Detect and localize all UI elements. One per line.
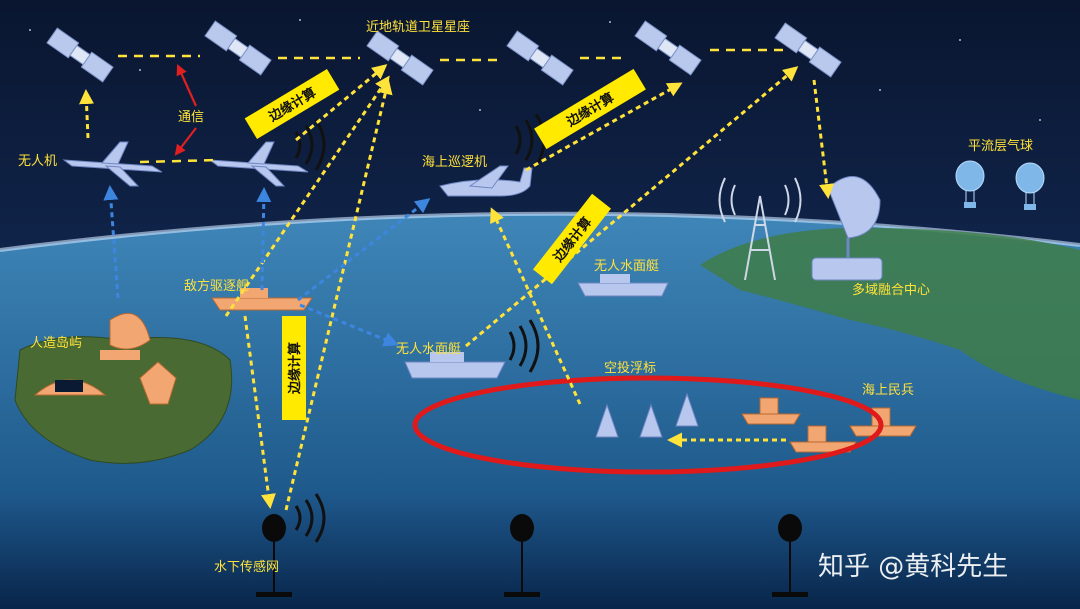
stars — [29, 19, 1041, 141]
island-radar-icon — [100, 312, 151, 360]
underwater-sensor-icon — [256, 514, 808, 597]
patrol-aircraft-label: 海上巡逻机 — [422, 155, 487, 170]
coastline-land — [700, 227, 1080, 400]
comm-label: 通信 — [178, 110, 204, 125]
radio-tower-icon — [718, 177, 802, 281]
artificial-island-label: 人造岛屿 — [30, 335, 82, 351]
watermark: 知乎 @黄科先生 — [818, 552, 1008, 582]
uav-label: 无人机 — [18, 154, 57, 169]
artificial-island-land — [14, 336, 233, 464]
uav-link — [139, 158, 221, 164]
stratospheric-balloon-label: 平流层气球 — [968, 138, 1033, 154]
underwater-sensor-net-label: 水下传感网 — [214, 559, 279, 575]
edge-computing-badge: 边缘计算 — [282, 316, 306, 420]
satellite-constellation-label: 近地轨道卫星星座 — [366, 20, 470, 35]
militia-boat-icon — [741, 397, 917, 453]
satellite-links — [118, 48, 790, 62]
underwater-layer — [0, 490, 1080, 609]
island-hangar-icon — [33, 379, 107, 396]
island-tower-icon — [139, 361, 177, 405]
yellow-arrows — [79, 64, 835, 511]
svg-text:边缘计算: 边缘计算 — [287, 342, 303, 395]
red-arrows — [174, 63, 198, 156]
usv-lower-icon — [404, 352, 506, 379]
usv-lower-label: 无人水面艇 — [396, 342, 461, 357]
fusion-center-dish-icon — [811, 176, 883, 281]
stratospheric-balloon-icon — [955, 160, 1045, 210]
usv-upper-icon — [577, 274, 669, 297]
airdrop-buoy-icon — [595, 392, 699, 438]
maritime-militia-label: 海上民兵 — [862, 383, 914, 398]
usv-upper-label: 无人水面艇 — [594, 259, 659, 274]
airdrop-buoy-label: 空投浮标 — [604, 360, 656, 376]
enemy-destroyer-label: 敌方驱逐舰 — [184, 278, 249, 294]
fusion-center-label: 多域融合中心 — [852, 282, 930, 298]
blue-arrows — [103, 185, 431, 347]
operation-area-ring — [412, 375, 884, 475]
